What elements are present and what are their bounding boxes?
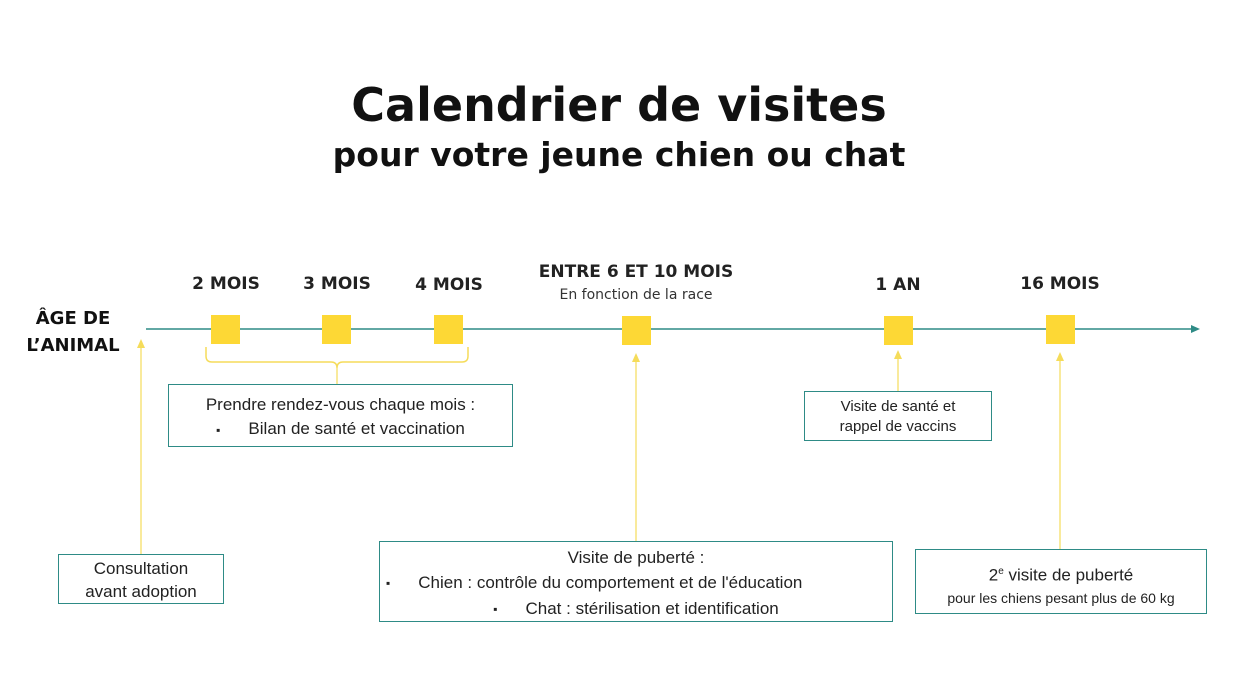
adoption-line-2: avant adoption [85, 582, 197, 601]
second-puberty-box: 2e visite de puberté pour les chiens pes… [915, 549, 1207, 614]
marker-4-mois [434, 315, 463, 344]
months-brace [205, 347, 469, 369]
marker-2-mois [211, 315, 240, 344]
axis-label-line-2: L’ANIMAL [26, 335, 120, 356]
marker-6-10-mois [622, 316, 651, 345]
marker-3-mois [322, 315, 351, 344]
bullet-icon: ▪ [216, 422, 221, 437]
monthly-visit-box: Prendre rendez-vous chaque mois : ▪Bilan… [168, 384, 513, 447]
bullet-icon: ▪ [386, 576, 391, 591]
milestone-label-16-mois: 16 MOIS [1020, 274, 1100, 294]
milestone-label-4-mois: 4 MOIS [415, 275, 483, 295]
one-year-line-2: rappel de vaccins [839, 418, 957, 435]
second-puberty-sub: pour les chiens pesant plus de 60 kg [947, 589, 1175, 606]
page-title: Calendrier de visites [351, 78, 887, 132]
milestone-label-2-mois: 2 MOIS [192, 274, 260, 294]
milestone-label-3-mois: 3 MOIS [303, 274, 371, 294]
adoption-line-1: Consultation [93, 559, 189, 578]
monthly-visit-bullet: ▪Bilan de santé et vaccination [169, 417, 512, 442]
one-year-box: Visite de santé et rappel de vaccins [804, 391, 992, 441]
adoption-connector-arrow [137, 339, 145, 348]
timeline-arrowhead [1191, 325, 1200, 333]
monthly-visit-title: Prendre rendez-vous chaque mois : [205, 395, 476, 414]
axis-label: ÂGE DE L’ANIMAL [18, 305, 128, 359]
one-year-line-1: Visite de santé et [840, 398, 956, 415]
milestone-label-6-10-mois: ENTRE 6 ET 10 MOIS [538, 262, 734, 282]
milestone-label-1-an: 1 AN [875, 275, 921, 295]
second-puberty-connector-arrow [1056, 352, 1064, 361]
page-subtitle: pour votre jeune chien ou chat [332, 135, 906, 174]
puberty-bullet-cat: ▪Chat : stérilisation et identification [380, 596, 892, 622]
puberty-bullet-dog: ▪Chien : contrôle du comportement et de … [380, 570, 892, 596]
marker-1-an [884, 316, 913, 345]
bullet-icon: ▪ [493, 602, 498, 617]
puberty-connector-arrow [632, 353, 640, 362]
puberty-title: Visite de puberté : [567, 548, 705, 567]
marker-16-mois [1046, 315, 1075, 344]
axis-label-line-1: ÂGE DE [35, 308, 111, 329]
adoption-box: Consultation avant adoption [58, 554, 224, 604]
milestone-sublabel-race: En fonction de la race [559, 287, 713, 303]
puberty-box: Visite de puberté : ▪Chien : contrôle du… [379, 541, 893, 622]
second-puberty-title: 2e visite de puberté [988, 565, 1134, 585]
one-year-connector-arrow [894, 350, 902, 359]
